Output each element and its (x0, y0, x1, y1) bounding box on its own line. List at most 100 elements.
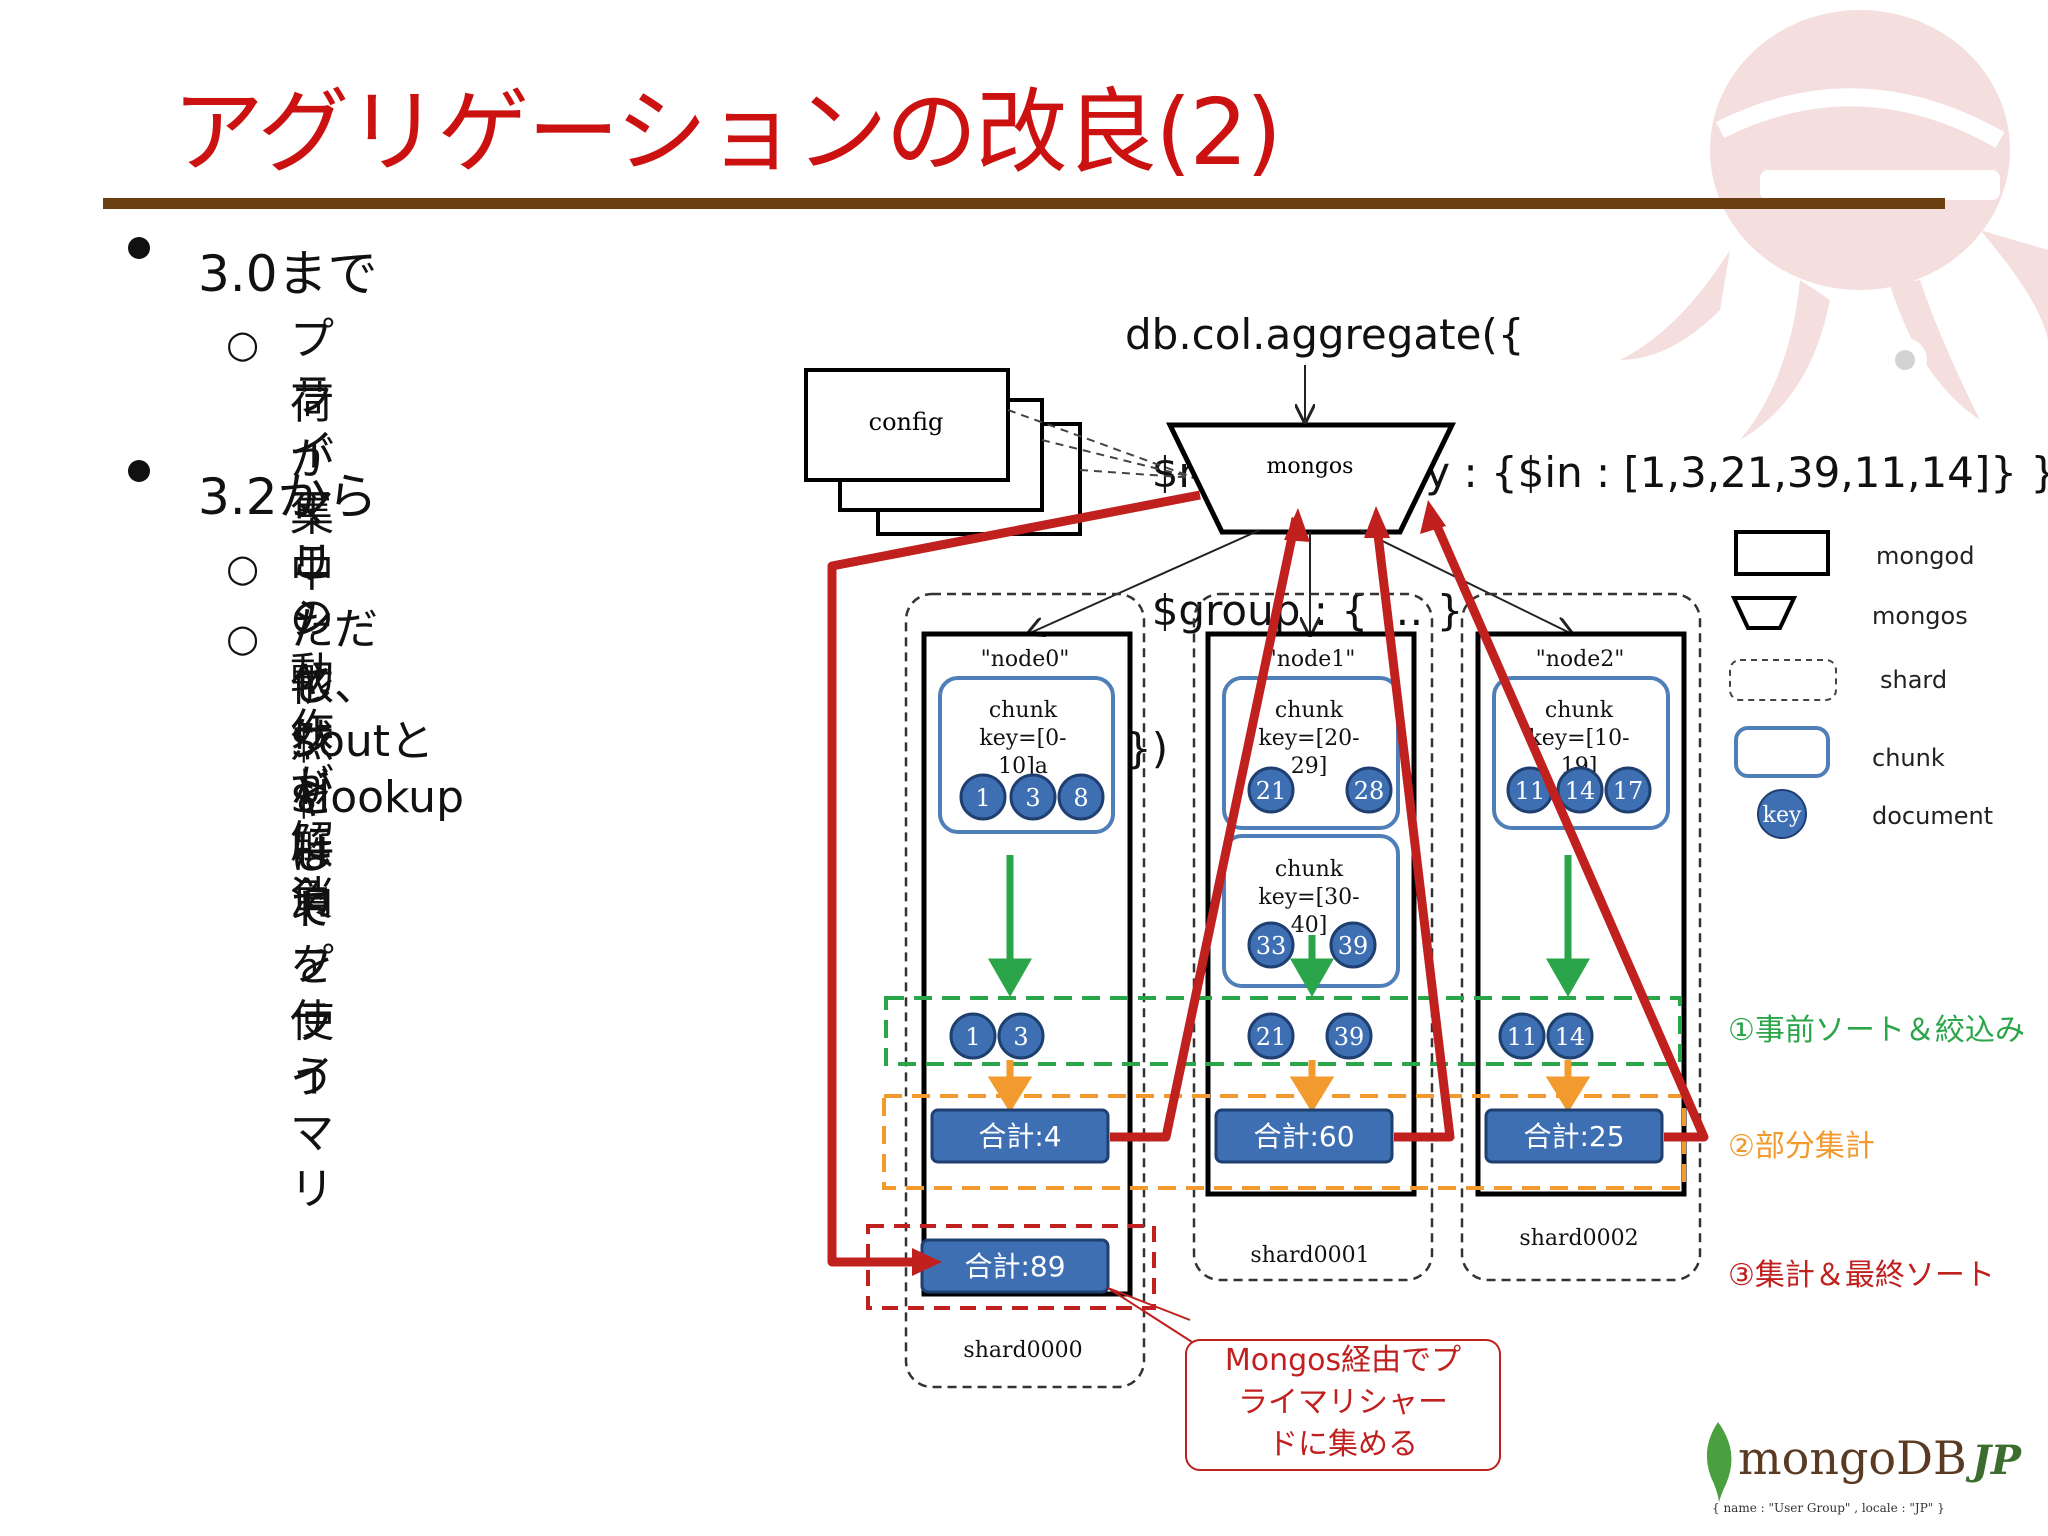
sub-bullet-item: 荷が集中 (290, 378, 334, 597)
document-circle (1604, 766, 1652, 814)
shard-label: shard0000 (963, 1338, 1082, 1363)
mongod-rect-icon (1734, 530, 1830, 576)
document-key: 17 (1613, 777, 1644, 805)
document-key: 3 (1025, 784, 1040, 812)
callout-line: ライマリシャー (1238, 1385, 1448, 1420)
document-circle (1325, 1012, 1373, 1060)
document-key: 14 (1565, 777, 1596, 805)
chunk-key: key=[30- (1258, 885, 1359, 910)
title-divider (103, 198, 1945, 209)
document-key: 21 (1256, 777, 1287, 805)
document-key: 8 (1073, 784, 1088, 812)
partial-sum-label: 合計:25 (1523, 1120, 1624, 1153)
shard-label: shard0002 (1519, 1226, 1638, 1251)
bullet-dot (128, 460, 150, 482)
mongos-trapezoid-icon (1730, 596, 1798, 630)
document-key: 14 (1555, 1023, 1586, 1051)
slide-title: アグリゲーションの改良(2) (172, 79, 1282, 186)
mongos-label: mongos (1267, 454, 1354, 479)
bullet-dot (128, 237, 150, 259)
document-circle (1247, 766, 1295, 814)
filter-arrows (987, 855, 1591, 998)
legend-label: mongos (1872, 602, 1968, 630)
chunk-label: chunk (989, 698, 1058, 723)
legend-key-text: key (1763, 803, 1802, 828)
legend-label: document (1872, 802, 1993, 830)
shard-label: shard0001 (1250, 1243, 1369, 1268)
legend-label: shard (1880, 666, 1947, 694)
callout-line: Mongos経由でプ (1225, 1343, 1461, 1378)
document-circle (1329, 921, 1377, 969)
step2-region (882, 1094, 1686, 1190)
key-circle-icon (1757, 789, 1807, 839)
shard-boxes (904, 592, 1702, 1389)
squid-mascot-watermark (1620, 10, 2048, 440)
document-key: 1 (965, 1023, 980, 1051)
sub-bullet-marker: ○ (226, 616, 260, 660)
document-circle (1247, 1012, 1295, 1060)
chunk-label: chunk (1275, 857, 1344, 882)
routing-arrows (1030, 529, 1570, 633)
partial-sum-label: 合計:4 (978, 1120, 1061, 1153)
chunks (938, 676, 1670, 988)
node-label: "node1" (1267, 647, 1356, 672)
sub-bullet-item: 依然としてプライマリ (290, 660, 334, 1215)
step-label: ②部分集計 (1728, 1129, 1875, 1164)
chunk-key: 40] (1291, 913, 1328, 938)
document-circle (1247, 921, 1295, 969)
config-link (1007, 409, 1196, 479)
final-sum-label: 合計:89 (964, 1250, 1065, 1283)
chunk-key: key=[20- (1258, 726, 1359, 751)
document-key: 3 (1013, 1023, 1028, 1051)
chunk-key: key=[10- (1528, 726, 1629, 751)
config-label: config (869, 408, 944, 436)
document-circle (1009, 773, 1057, 821)
shard-dashed-icon (1729, 659, 1837, 701)
document-key: 11 (1507, 1023, 1538, 1051)
bullet-item: 3.2から (198, 468, 378, 526)
logo-suffix: JP (1965, 1437, 2023, 1484)
chunk-key: 29] (1291, 754, 1328, 779)
document-key: 11 (1515, 777, 1546, 805)
node-label: "node0" (981, 647, 1070, 672)
mongodb-jp-logo: mongoDB JP { name : "User Group" , local… (1700, 1412, 2030, 1526)
document-circle (1057, 773, 1105, 821)
step3-region (866, 1224, 1156, 1310)
sub-bullet-item: シャードを使う (290, 716, 334, 1103)
chunk-label: chunk (1275, 698, 1344, 723)
sub-bullet-marker: ○ (226, 322, 260, 366)
leaf-icon: mongoDB JP { name : "User Group" , local… (1706, 1422, 2023, 1515)
step1-region (884, 996, 1682, 1066)
sub-bullet-item: プライマリシャードに負 (290, 314, 334, 925)
chunk-rounded-icon (1734, 726, 1830, 778)
step-label: ③集計＆最終ソート (1728, 1258, 1995, 1293)
legend-label: chunk (1872, 744, 1945, 772)
legend-label: mongod (1876, 542, 1974, 570)
document-key: 1 (975, 784, 990, 812)
mongod-nodes (921, 631, 1687, 1297)
code-line: db.col.aggregate({ (1125, 310, 1525, 359)
primary-shard-path (827, 490, 1709, 1267)
document-circle (959, 773, 1007, 821)
document-key: 39 (1338, 932, 1369, 960)
document-key: 33 (1256, 932, 1287, 960)
sub-bullet-item: この動作が解消 (290, 537, 334, 924)
document-circle (949, 1012, 997, 1060)
document-circle (997, 1012, 1045, 1060)
chunk-label: chunk (1545, 698, 1614, 723)
document-key: 39 (1334, 1023, 1365, 1051)
config-server-stack: config (804, 368, 1082, 536)
document-circle (1345, 766, 1393, 814)
document-circle (1498, 1012, 1546, 1060)
sub-bullet-marker: ○ (226, 546, 260, 590)
step-label: ①事前ソート＆絞込み (1728, 1013, 2025, 1048)
sub-bullet-item: ただし、$outと$lookupは (290, 604, 465, 879)
logo-tagline: { name : "User Group" , locale : "JP" } (1712, 1501, 1945, 1515)
document-key: 28 (1354, 777, 1385, 805)
callout-line: ドに集める (1268, 1427, 1418, 1462)
document-circle (1556, 766, 1604, 814)
logo-name: mongoDB (1738, 1431, 1967, 1485)
mongos-router: mongos (1166, 422, 1456, 535)
node-label: "node2" (1536, 647, 1625, 672)
